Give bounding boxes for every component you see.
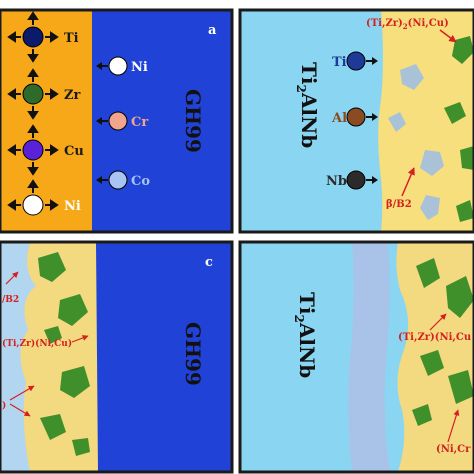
intermetallic-particle <box>444 102 466 124</box>
phase-top-arrow <box>439 29 457 43</box>
intermetallic-particle <box>460 146 474 170</box>
cr-label: Cr <box>131 115 148 130</box>
beta-b2-label: β/B2 <box>386 199 412 210</box>
ni-base-label: Ni <box>131 60 148 75</box>
intermetallic-particle <box>456 200 474 222</box>
ti-label-b: Ti <box>332 55 347 70</box>
intermetallic-particle <box>60 366 90 398</box>
intermetallic-particle <box>38 252 66 282</box>
panel-c: c GH99 /B2 (Ti,Zr)(Ni,Cu) ) <box>0 240 234 474</box>
nb-atom <box>346 170 378 190</box>
ti-label: Ti <box>64 31 79 46</box>
cu-atom <box>7 124 59 176</box>
diffusion-layer-d <box>348 242 390 472</box>
intermetallic-particle <box>58 294 88 326</box>
al-atom <box>346 107 378 127</box>
intermetallic-particle <box>446 276 474 318</box>
panel-c-alloy-label: GH99 <box>181 322 205 386</box>
panel-a-letter: a <box>208 23 217 38</box>
seam-region <box>378 10 474 232</box>
phase-arrow-c <box>71 335 89 343</box>
ni-atom-filler <box>7 179 59 216</box>
panel-b-alloy-label: Ti2AlNb <box>294 62 321 148</box>
ti-atom <box>7 11 59 63</box>
intermetallic-particle <box>44 326 62 344</box>
zr-atom <box>7 68 59 120</box>
diffusion-zone <box>0 242 36 472</box>
beta-b2-particle <box>420 195 440 220</box>
al-label: Al <box>331 111 347 126</box>
intermetallic-particle <box>412 404 432 426</box>
b2-label-c: /B2 <box>2 295 19 305</box>
phase-label-top: (Ti,Zr)2(Ni,Cu) <box>366 18 449 31</box>
b2-arrow-c <box>5 271 19 285</box>
panel-d-alloy-label: Ti2AlNb <box>292 292 319 378</box>
phase-arrow-d2 <box>447 409 460 443</box>
panel-d: Ti2AlNb (Ti,Zr)(Ni,Cu (Ni,Cr <box>238 240 474 474</box>
panel-b: Ti2AlNb Ti Al Nb (Ti,Zr)2(Ni,Cu) β/B2 <box>238 8 474 234</box>
nb-label: Nb <box>326 174 347 189</box>
phase-arrow-d1 <box>429 313 447 331</box>
beta-b2-arrow <box>401 167 415 197</box>
intermetallic-particle <box>40 414 66 440</box>
intermetallic-particle <box>416 258 440 288</box>
phase-label-c: (Ti,Zr)(Ni,Cu) <box>2 338 72 349</box>
co-atom <box>96 170 128 190</box>
intermetallic-particle <box>420 350 444 376</box>
panel-d-border <box>238 240 474 474</box>
cr-atom <box>96 111 128 131</box>
beta-b2-particle <box>420 150 444 176</box>
intermetallic-particle <box>452 36 474 64</box>
co-label: Co <box>131 174 150 189</box>
beta-b2-particle <box>400 64 424 90</box>
cu-label: Cu <box>64 144 84 159</box>
panel-a-alloy-label: GH99 <box>181 89 205 153</box>
intermetallic-particle <box>72 438 90 456</box>
panel-a-border <box>0 8 234 234</box>
partial-label-c: ) <box>2 400 6 411</box>
intermetallic-particle <box>448 370 474 404</box>
filler-region <box>0 10 92 232</box>
phase-label-d1: (Ti,Zr)(Ni,Cu <box>398 332 471 343</box>
panel-c-border <box>0 240 234 474</box>
arrow-c-2 <box>9 403 31 417</box>
panel-c-letter: c <box>205 255 213 270</box>
phase-label-d2: (Ni,Cr <box>436 444 471 455</box>
ni-filler-label: Ni <box>64 199 81 214</box>
arrow-c-1 <box>9 385 35 401</box>
zr-label: Zr <box>64 88 80 103</box>
panel-b-border <box>238 8 474 234</box>
panel-a: a Ti Zr <box>0 8 234 234</box>
ni-atom-base <box>96 56 128 76</box>
ti-atom-b <box>346 51 378 71</box>
beta-b2-particle <box>388 112 406 132</box>
